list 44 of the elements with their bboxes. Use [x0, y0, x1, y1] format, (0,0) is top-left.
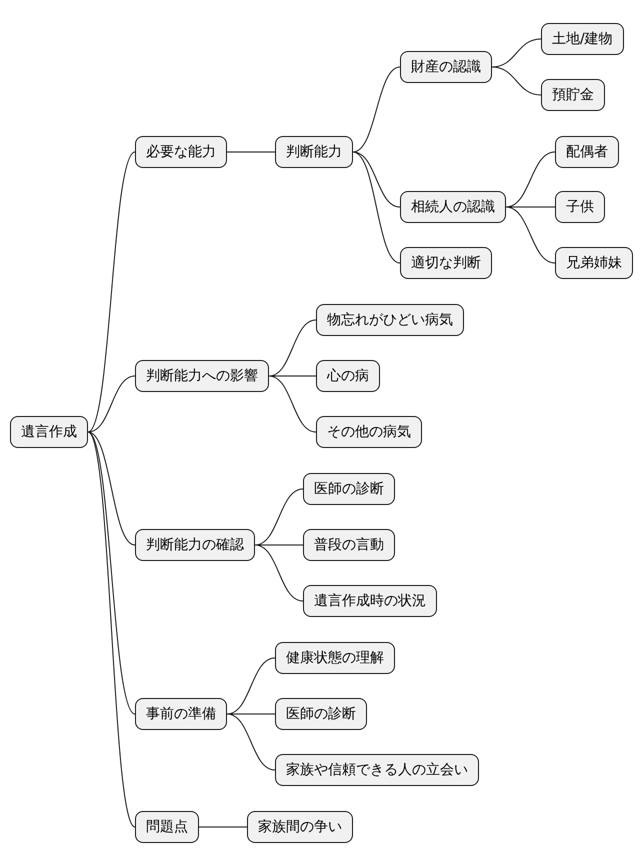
connector-line — [226, 714, 276, 770]
topic-box: 子供 — [555, 191, 605, 223]
connector-line — [352, 66, 400, 152]
connector-line — [268, 376, 316, 432]
topic-box: 心の病 — [316, 360, 380, 392]
connector-line — [254, 488, 304, 546]
connector-line — [254, 544, 304, 546]
topic-box: 健康状態の理解 — [275, 642, 395, 674]
topic-box: 必要な能力 — [135, 136, 227, 168]
topic-box: 兄弟姉妹 — [555, 247, 633, 279]
topic-box: 財産の認識 — [400, 51, 492, 83]
connector-line — [352, 152, 400, 264]
topic-box: 家族や信頼できる人の立会い — [275, 754, 479, 786]
connector-line — [506, 206, 556, 208]
topic-box: 土地/建物 — [541, 23, 624, 55]
connector-line — [506, 152, 556, 208]
topic-box: 普段の言動 — [303, 529, 395, 561]
topic-box: 問題点 — [135, 811, 199, 843]
topic-box: 配偶者 — [555, 136, 619, 168]
topic-box: 遺言作成 — [10, 416, 88, 448]
topic-box: 医師の診断 — [303, 473, 395, 505]
connector-line — [506, 206, 556, 264]
connector-line — [492, 66, 542, 96]
connector-line — [88, 152, 136, 432]
topic-box: 遺言作成時の状況 — [303, 585, 437, 617]
connector-line — [198, 826, 248, 828]
topic-box: 家族間の争い — [247, 811, 353, 843]
topic-box: 相続人の認識 — [400, 191, 506, 223]
connector-line — [88, 432, 136, 546]
connector-line — [268, 320, 316, 376]
topic-box: 適切な判断 — [400, 247, 492, 279]
topic-box: 物忘れがひどい病気 — [316, 304, 464, 336]
connector-line — [88, 432, 136, 828]
topic-box: 事前の準備 — [135, 698, 227, 730]
topic-box: その他の病気 — [316, 416, 422, 448]
topic-box: 判断能力の確認 — [135, 529, 255, 561]
topic-box: 預貯金 — [541, 79, 605, 111]
connector-line — [352, 152, 400, 208]
topic-box: 判断能力 — [275, 136, 353, 168]
connector-line — [226, 658, 276, 714]
topic-box: 判断能力への影響 — [135, 360, 269, 392]
connector-line — [88, 376, 136, 432]
connector-line — [254, 544, 304, 602]
topic-box: 医師の診断 — [275, 698, 367, 730]
